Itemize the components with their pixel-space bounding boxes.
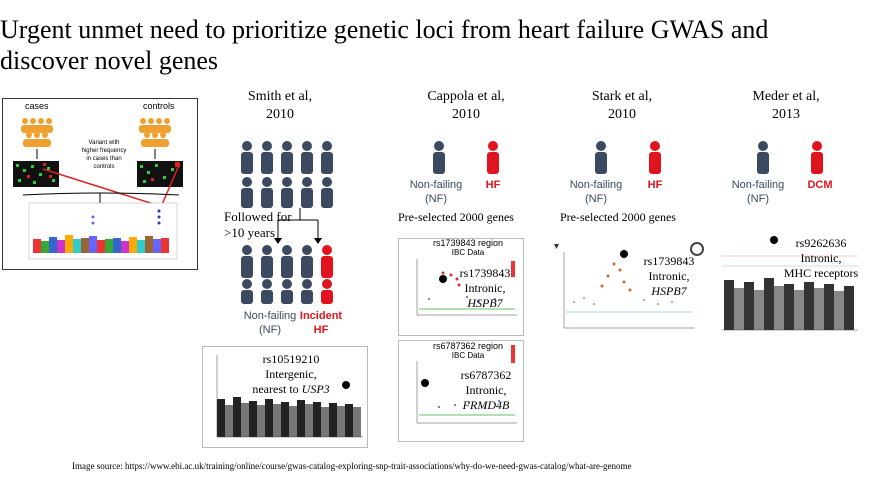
cappola-study-heading: Cappola et al, 2010 [427,89,505,122]
smith-hit-annotation: rs10519210 Intergenic, nearest to USP3 [252,352,330,396]
smith-nf-label: Non-failing (NF) [243,310,297,336]
meder-manhattan-plot [718,236,862,342]
smith-outcome-people-icon [241,245,333,304]
smith-cohort-icon [241,141,333,208]
smith-hf-label: Incident HF [299,310,343,336]
gwas-schematic: cases controls Variant with higher frequ… [2,98,198,270]
cappola-preselected: Pre-selected 2000 genes [398,210,514,224]
meder-dcm-label: DCM [807,179,833,191]
cases-crowd-icon [21,118,53,147]
stark-hf-label: HF [647,179,663,191]
controls-array-icon [137,161,183,187]
cappola-locus-plot-2 [398,340,524,442]
variant-note: Variant with higher frequency in cases t… [81,140,127,170]
mini-manhattan-plot [33,209,169,253]
controls-crowd-icon [139,118,171,147]
meder-study-heading: Meder et al, 2013 [752,89,820,122]
controls-label: controls [143,101,175,111]
gwas-schematic-figure [13,118,183,260]
stark-hit-annotation: rs1739843 Intronic, HSPB7 [643,254,695,298]
stark-nf-label: Non-failing (NF) [569,179,623,205]
cappola-hit2-annotation: rs6787362 Intronic, FRMD4B [460,368,512,412]
cappola-hit1-annotation: rs1739843 Intronic, HSPB7 [459,266,511,310]
stark-study-heading: Stark et al, 2010 [591,89,653,122]
cappola-plot2-title: rs6787362 region IBC Data [432,341,504,361]
cappola-hf-label: HF [485,179,501,191]
smith-study-heading: Smith et al, 2010 [247,89,313,122]
image-source[interactable]: Image source: https://www.ebi.ac.uk/trai… [72,461,632,471]
cases-array-icon [13,161,59,187]
smith-split-arrows [274,208,322,244]
cappola-groups-icon [433,141,499,174]
cappola-nf-label: Non-failing (NF) [409,179,463,205]
meder-groups-icon [757,141,823,174]
stark-plot-icon [690,242,704,256]
meder-hit-annotation: rs9262636 Intronic, MHC receptors [783,236,859,280]
cappola-locus-plot-1 [398,238,524,336]
smith-manhattan-plot [202,346,368,448]
stark-locus-plot [554,242,704,344]
cases-label: cases [25,101,49,111]
meder-nf-label: Non-failing (NF) [731,179,785,205]
slide-title: Urgent unmet need to prioritize genetic … [0,15,769,75]
stark-preselected: Pre-selected 2000 genes [560,210,676,224]
stark-groups-icon [595,141,661,174]
cappola-plot1-title: rs1739843 region IBC Data [432,238,504,258]
smith-followup: Followed for >10 years [224,209,292,240]
